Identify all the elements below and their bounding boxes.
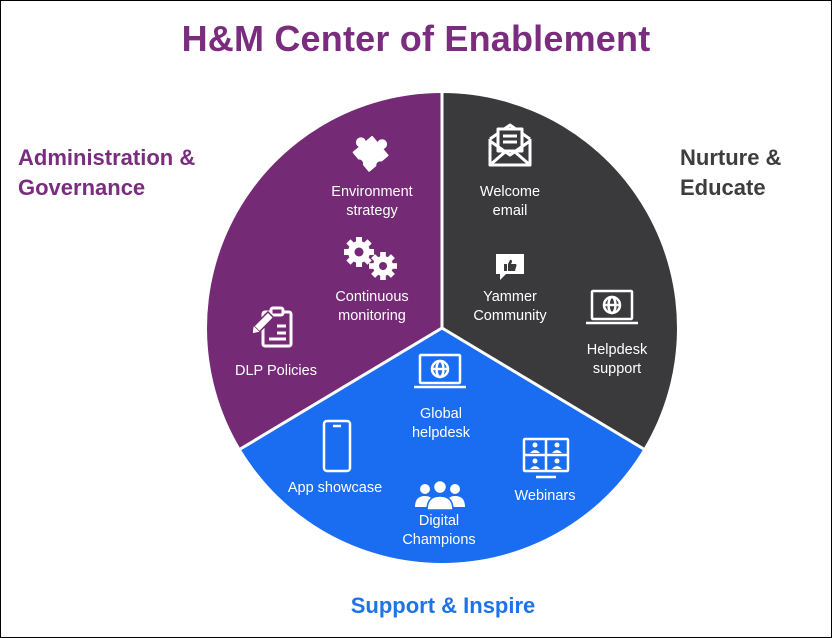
continuous-monitoring-item: Continuous monitoring <box>307 288 437 326</box>
global-helpdesk-line2: helpdesk <box>411 425 471 441</box>
app-showcase-item: App showcase <box>270 479 400 498</box>
puzzle-icon <box>352 135 389 172</box>
yammer-community-line1: Yammer <box>483 289 537 305</box>
global-helpdesk-item: Global helpdesk <box>376 405 506 443</box>
digital-champions-line1: Digital <box>418 513 460 529</box>
clipboard-pen-icon <box>253 306 293 348</box>
divider-line-right <box>441 326 645 451</box>
laptop-globe-icon <box>586 289 638 325</box>
yammer-community-line2: Community <box>473 308 547 324</box>
webinars-label: Webinars <box>514 488 576 504</box>
gears-icon <box>344 237 397 280</box>
administration-wedge <box>207 93 442 449</box>
yammer-community-item: Yammer Community <box>445 288 575 326</box>
helpdesk-support-line2: support <box>592 361 642 377</box>
divider-line-left <box>239 326 443 451</box>
digital-champions-line2: Champions <box>402 532 476 548</box>
environment-strategy-item: Environment strategy <box>307 183 437 221</box>
dlp-policies-label: DLP Policies <box>235 363 317 379</box>
administration-governance-label: Administration & Governance <box>18 143 195 203</box>
helpdesk-support-line1: Helpdesk <box>586 342 648 358</box>
laptop-globe-icon <box>414 353 466 389</box>
support-wedge <box>240 328 644 563</box>
dlp-policies-item: DLP Policies <box>211 362 341 381</box>
helpdesk-support-item: Helpdesk support <box>552 341 682 379</box>
digital-champions-item: Digital Champions <box>374 512 504 550</box>
administration-label-line1: Administration & <box>18 145 196 170</box>
continuous-monitoring-line1: Continuous <box>335 289 409 305</box>
nurture-label-line1: Nurture & <box>680 145 782 170</box>
nurture-wedge <box>442 93 677 449</box>
email-icon <box>488 123 532 167</box>
global-helpdesk-line1: Global <box>420 406 462 422</box>
phone-icon <box>322 419 352 473</box>
administration-label-line2: Governance <box>18 175 146 200</box>
page-title: H&M Center of Enablement <box>181 18 651 59</box>
welcome-email-line1: Welcome <box>479 184 541 200</box>
continuous-monitoring-line2: monitoring <box>338 308 406 324</box>
chat-like-icon <box>496 254 524 280</box>
webinars-item: Webinars <box>480 487 610 506</box>
app-showcase-label: App showcase <box>287 480 383 496</box>
welcome-email-item: Welcome email <box>445 183 575 221</box>
nurture-educate-label: Nurture & Educate <box>680 143 781 203</box>
environment-strategy-line2: strategy <box>346 203 398 219</box>
environment-strategy-line1: Environment <box>331 184 413 200</box>
welcome-email-line2: email <box>492 203 528 219</box>
support-inspire-label: Support & Inspire <box>350 593 536 618</box>
video-meeting-icon <box>522 437 570 479</box>
people-icon <box>415 479 465 511</box>
nurture-label-line2: Educate <box>680 175 766 200</box>
